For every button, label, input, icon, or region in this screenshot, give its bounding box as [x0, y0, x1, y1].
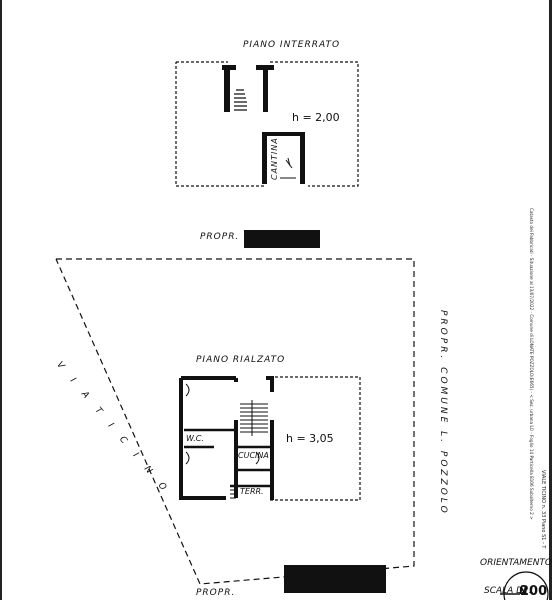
cantina-stair-mark — [285, 157, 293, 169]
terrace-label: TERR. — [240, 487, 264, 496]
scale-label: SCALA DI 1: — [484, 586, 538, 596]
redaction-bottom — [284, 565, 386, 593]
basement-title: PIANO INTERRATO — [243, 40, 341, 50]
basement-boundary — [175, 61, 359, 187]
cantina-wall-right — [300, 134, 305, 184]
scale-value: 200 — [520, 584, 548, 599]
cantina-label: CANTINA — [270, 137, 279, 180]
north-label: N — [519, 586, 528, 597]
ground-inner-walls — [184, 428, 270, 488]
ground-title: PIANO RIALZATO — [196, 355, 286, 365]
basement-stair-wall-right — [263, 66, 268, 112]
redaction-top — [244, 230, 320, 248]
owner-top-label: PROPR. — [200, 232, 240, 242]
terrace-steps — [230, 489, 236, 499]
owner-bottom-label: PROPR. — [196, 588, 236, 598]
orientation-label: ORIENTAMENTO — [480, 558, 552, 568]
basement-stair-cap-left — [222, 65, 236, 70]
living-area-boundary — [270, 376, 361, 501]
cantina-top-wall — [262, 132, 305, 136]
left-border — [0, 0, 2, 600]
owner-right-label: PROPR. COMUNE L. POZZOLO — [438, 310, 448, 516]
ground-door-arcs — [185, 383, 260, 465]
kitchen-label: CUCINA — [238, 451, 269, 460]
property-boundary — [55, 258, 415, 585]
basement-stairs — [234, 89, 247, 111]
basement-stair-wall-left — [224, 66, 230, 112]
basement-height: h = 2,00 — [292, 111, 340, 124]
side-note-2: VIALE TICINO n. 33 Piano S1 - T — [540, 470, 546, 549]
basement-stair-cap-right — [256, 65, 274, 70]
ground-walls — [179, 376, 274, 500]
side-note-1: Catasto dei Fabbricati - Situazione al 1… — [529, 208, 534, 520]
wc-label: W.C. — [186, 434, 204, 443]
right-border — [549, 0, 552, 600]
cantina-wall-left — [262, 134, 267, 184]
ground-stairs — [240, 400, 268, 436]
ground-height: h = 3,05 — [286, 432, 334, 445]
